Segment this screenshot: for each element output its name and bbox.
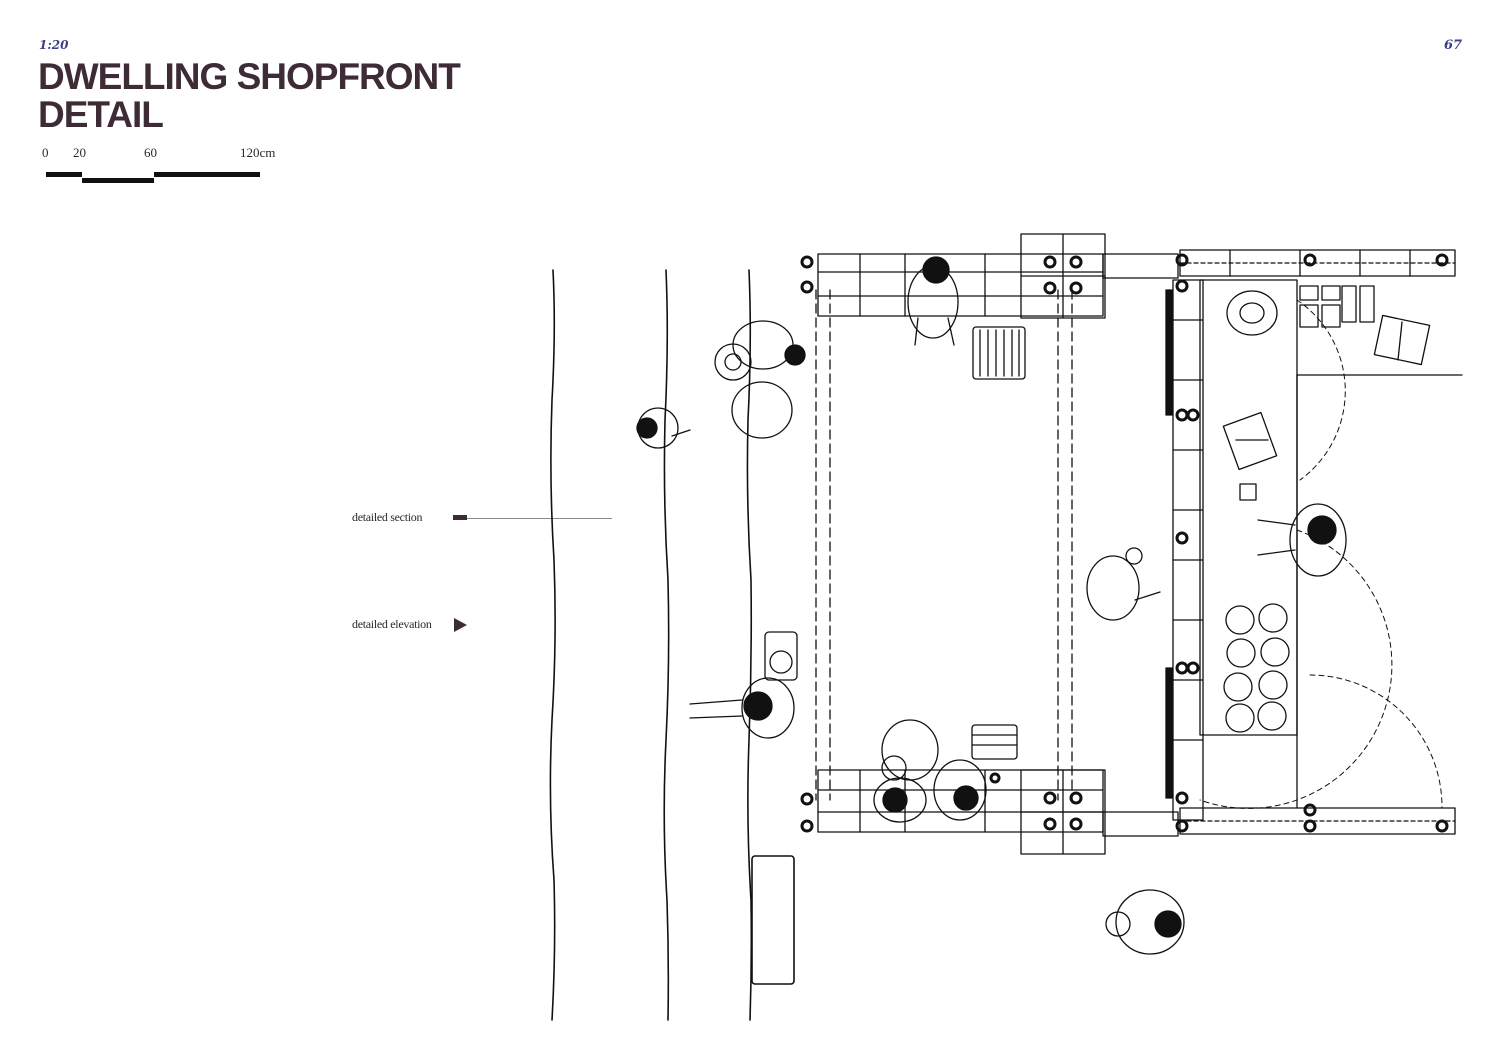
post-rings (800, 253, 1449, 833)
person-figure-middle (1086, 547, 1161, 621)
scale-label-60: 60 (144, 145, 157, 160)
door-swing-arcs (1199, 299, 1443, 809)
scale-label-20: 20 (73, 145, 86, 160)
scale-label-0: 0 (42, 145, 49, 160)
page-number: 67 (1444, 38, 1463, 53)
section-cut-line (467, 518, 612, 519)
person-figure-top (907, 256, 959, 346)
people-figures (636, 256, 1347, 955)
bottom-rail (817, 769, 1456, 855)
person-figure-cart (714, 320, 806, 439)
canopy-dashed-outline (815, 289, 1073, 801)
legend-elevation-label: detailed elevation (352, 617, 432, 631)
person-figure-left-bottom (689, 677, 795, 739)
section-mark-icon (453, 515, 467, 520)
scale-ratio: 1:20 (39, 38, 69, 52)
scale-label-120: 120cm (240, 145, 276, 160)
page-title-line1: DWELLING SHOPFRONT (38, 56, 461, 97)
scale-bar (46, 172, 260, 183)
counter (1199, 279, 1463, 809)
person-figure-group (873, 719, 987, 823)
counter-goods (1222, 285, 1431, 733)
person-figure-bottom (1105, 889, 1185, 955)
legend-section-label: detailed section (352, 510, 423, 524)
page-title: DWELLING SHOPFRONT DETAIL (38, 56, 461, 135)
person-figure-vendor (1257, 503, 1347, 577)
person-figure-street (636, 407, 691, 449)
crates (764, 326, 1026, 760)
shop-wall (1165, 279, 1204, 821)
page-title-line2: DETAIL (38, 94, 164, 135)
street-edge-lines (549, 269, 795, 1021)
top-rail (817, 233, 1456, 319)
elevation-arrow-icon (454, 618, 467, 632)
